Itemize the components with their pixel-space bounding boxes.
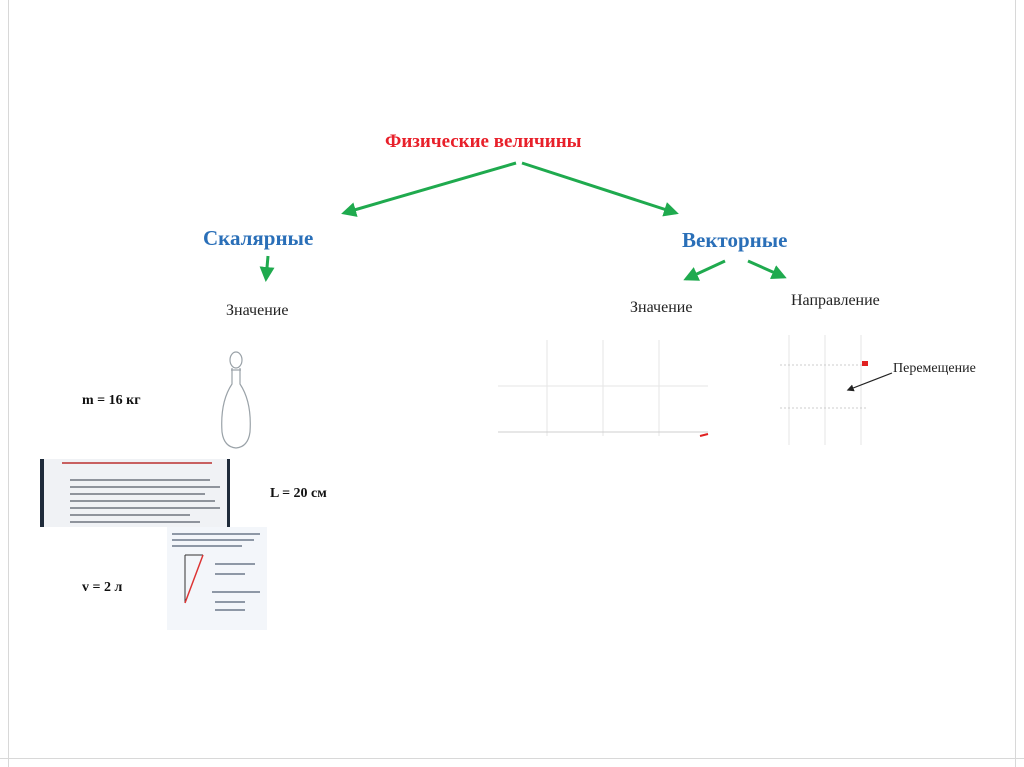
- arrow-to-scalar: [344, 163, 516, 213]
- arrow-vector-value: [686, 261, 725, 279]
- direction-grid: [780, 335, 866, 445]
- arrow-scalar-value: [266, 256, 268, 279]
- displacement-pointer-arrow: [848, 373, 892, 390]
- vector-value-grid: [498, 340, 708, 436]
- arrow-to-vector: [522, 163, 676, 213]
- carafe-icon: [222, 352, 251, 448]
- vector-value-marker: [700, 434, 708, 436]
- arrow-vector-direction: [748, 261, 784, 277]
- direction-marker: [862, 361, 868, 366]
